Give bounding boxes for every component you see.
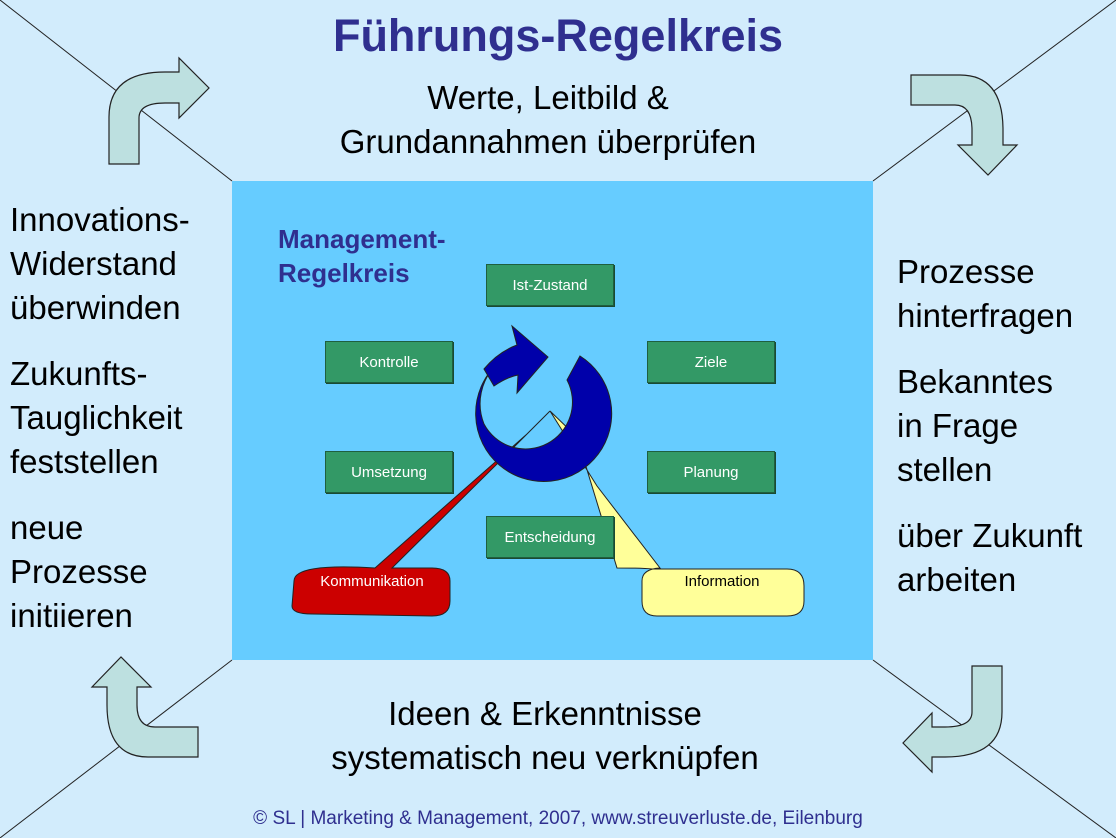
diagonal-line-bottom-left: [0, 659, 233, 838]
right-statement: Prozesse hinterfragen: [897, 253, 1074, 334]
diagonal-line-top-right: [872, 0, 1116, 182]
box-ziele: Ziele: [647, 341, 775, 383]
information-callout-shape: [549, 410, 805, 617]
kommunikation-label: Kommunikation: [320, 573, 424, 590]
cycle-arrow-icon: [475, 355, 613, 482]
box-ist-zustand: Ist-Zustand: [486, 264, 614, 306]
footer-copyright: © SL | Marketing & Management, 2007, www…: [253, 808, 863, 829]
box-umsetzung: Umsetzung: [325, 451, 453, 493]
box-planung: Planung: [647, 451, 775, 493]
left-statement: Innovations- Widerstand überwinden: [10, 201, 190, 326]
right-statement: über Zukunft arbeiten: [897, 517, 1083, 598]
box-entscheidung: Entscheidung: [486, 516, 614, 558]
box-kontrolle: Kontrolle: [325, 341, 453, 383]
page-title: Führungs-Regelkreis: [332, 10, 784, 61]
panel-title: Management- Regelkreis: [278, 224, 446, 288]
top-statement: Werte, Leitbild & Grundannahmen überprüf…: [339, 79, 757, 160]
left-statements: Innovations- Widerstand überwinden Zukun…: [10, 198, 230, 660]
left-statement: neue Prozesse initiieren: [10, 509, 148, 634]
curved-arrow-down-icon: [910, 74, 1019, 176]
left-statement: Zukunfts- Tauglichkeit feststellen: [10, 355, 183, 480]
diagonal-line-bottom-right: [872, 659, 1116, 838]
kommunikation-callout-shape: [291, 410, 551, 617]
right-statements: Prozesse hinterfragen Bekanntes in Frage…: [897, 250, 1116, 624]
cycle-arrow-head-icon: [483, 324, 549, 395]
curved-arrow-left-icon: [902, 665, 1003, 774]
curved-arrow-up-icon: [90, 656, 199, 758]
bottom-statement: Ideen & Erkenntnisse systematisch neu ve…: [331, 695, 759, 776]
curved-arrow-right-icon: [108, 56, 210, 165]
right-statement: Bekanntes in Frage stellen: [897, 363, 1053, 488]
information-label: Information: [684, 573, 760, 590]
cycle-graphic: [291, 324, 805, 617]
